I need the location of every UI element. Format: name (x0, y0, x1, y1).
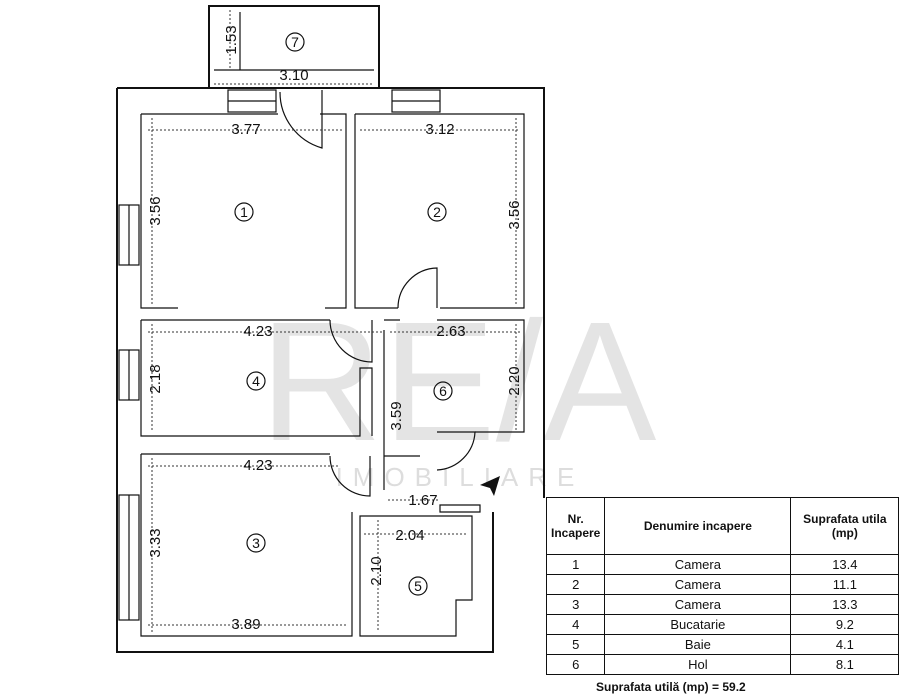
room-label-3: 3 (252, 535, 260, 551)
watermark-subtitle: IMOBILIARE (336, 462, 585, 492)
room-label-7: 7 (291, 34, 299, 50)
cell-area: 11.1 (790, 574, 900, 595)
dimension-lines (148, 10, 520, 632)
cell-name: Bucatarie (604, 614, 792, 635)
area-table-header: Nr. Incapere Denumire incapere Suprafata… (545, 497, 900, 555)
cell-name: Hol (604, 654, 792, 675)
cell-area: 13.4 (790, 554, 900, 575)
dimension-labels: 1.53 3.10 3.77 3.56 3.12 3.56 4.23 2.18 … (147, 25, 523, 633)
cell-area: 4.1 (790, 634, 900, 655)
dim-room2-width: 3.12 (425, 121, 454, 138)
dim-passage-width: 1.67 (408, 492, 437, 509)
dim-room3-width-top: 4.23 (243, 457, 272, 474)
dim-room6-height: 2.20 (506, 366, 523, 395)
dim-room3-height: 3.33 (147, 528, 164, 557)
dim-balcony-width: 3.10 (279, 67, 308, 84)
cell-area: 8.1 (790, 654, 900, 675)
header-room-number: Nr. Incapere (545, 497, 606, 555)
cell-number: 1 (545, 554, 606, 575)
windows (118, 89, 441, 621)
header-room-area: Suprafata utila (mp) (790, 497, 900, 555)
north-arrow-icon (480, 476, 500, 496)
room-label-4: 4 (252, 373, 260, 389)
table-row: 3 Camera 13.3 (545, 594, 900, 615)
balcony (208, 5, 380, 89)
watermark: RE/A IMOBILIARE (260, 287, 657, 492)
dim-room6-width: 2.63 (436, 323, 465, 340)
table-row: 2 Camera 11.1 (545, 574, 900, 595)
outer-walls (116, 87, 545, 653)
table-row: 5 Baie 4.1 (545, 634, 900, 655)
dim-room1-height: 3.56 (147, 196, 164, 225)
doors (279, 90, 481, 513)
watermark-logo: RE/A (260, 287, 657, 477)
header-room-name: Denumire incapere (604, 497, 792, 555)
total-area-footer: Suprafata utilă (mp) = 59.2 (596, 680, 746, 694)
dim-hall-length: 3.59 (388, 401, 405, 430)
cell-number: 4 (545, 614, 606, 635)
cell-area: 13.3 (790, 594, 900, 615)
room-label-5: 5 (414, 578, 422, 594)
dim-room4-width: 4.23 (243, 323, 272, 340)
dim-room5-height: 2.10 (368, 556, 385, 585)
cell-name: Camera (604, 554, 792, 575)
room-label-2: 2 (433, 204, 441, 220)
dim-room3-width-bottom: 3.89 (231, 616, 260, 633)
cell-name: Baie (604, 634, 792, 655)
dim-room1-width: 3.77 (231, 121, 260, 138)
table-row: 6 Hol 8.1 (545, 654, 900, 675)
dim-room2-height: 3.56 (506, 200, 523, 229)
area-table: Nr. Incapere Denumire incapere Suprafata… (545, 497, 900, 675)
room-numbers: 7 1 2 4 6 3 5 (234, 32, 453, 596)
cell-number: 5 (545, 634, 606, 655)
cell-number: 2 (545, 574, 606, 595)
cell-number: 3 (545, 594, 606, 615)
cell-name: Camera (604, 574, 792, 595)
dim-room5-width: 2.04 (395, 527, 424, 544)
table-row: 1 Camera 13.4 (545, 554, 900, 575)
dim-balcony-depth: 1.53 (223, 25, 240, 54)
cell-name: Camera (604, 594, 792, 615)
dim-room4-height: 2.18 (147, 364, 164, 393)
cell-area: 9.2 (790, 614, 900, 635)
room-label-6: 6 (439, 383, 447, 399)
table-row: 4 Bucatarie 9.2 (545, 614, 900, 635)
room-label-1: 1 (240, 204, 248, 220)
cell-number: 6 (545, 654, 606, 675)
